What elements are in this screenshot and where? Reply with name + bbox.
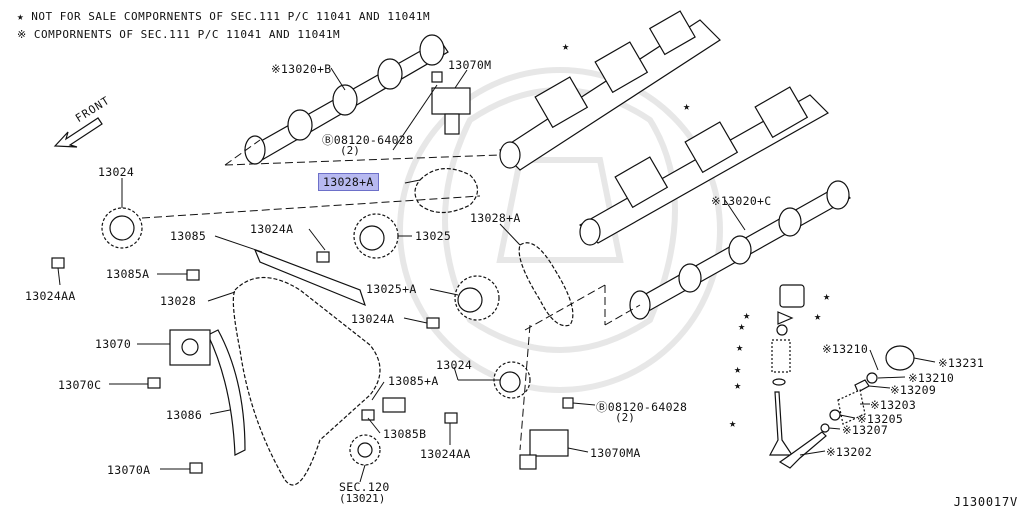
sprocket-crank <box>349 434 381 466</box>
part-qty-08120-bottom: (2) <box>615 411 635 424</box>
part-label-sec120[interactable]: SEC.120 <box>339 480 390 494</box>
tensioner-13070M <box>431 87 471 135</box>
part-label-13020B[interactable]: ※13020+B <box>271 62 332 76</box>
note-not-for-sale: ★ NOT FOR SALE COMPORNENTS OF SEC.111 P/… <box>17 10 431 23</box>
cam-carrier-lower-drawing <box>579 86 829 246</box>
leader-lines <box>57 67 936 483</box>
chain-guide-13085 <box>253 248 366 307</box>
part-label-13024-top[interactable]: 13024 <box>98 165 135 179</box>
part-label-13203[interactable]: ※13203 <box>870 398 917 412</box>
part-label-13024AA-left[interactable]: 13024AA <box>25 289 76 303</box>
svg-text:★: ★ <box>738 319 745 333</box>
part-label-13209[interactable]: ※13209 <box>890 383 937 397</box>
svg-text:★: ★ <box>683 99 690 113</box>
cam-carrier-upper-drawing <box>499 10 721 171</box>
svg-text:★: ★ <box>823 289 830 303</box>
part-label-13028A-mid[interactable]: 13028+A <box>470 211 521 225</box>
part-label-13024A-top[interactable]: 13024A <box>250 222 294 236</box>
part-label-13210-a[interactable]: ※13210 <box>822 342 869 356</box>
front-arrow-icon <box>53 117 103 148</box>
part-label-13070C[interactable]: 13070C <box>58 378 102 392</box>
part-label-13210-b[interactable]: ※13210 <box>908 371 955 385</box>
part-label-13025A[interactable]: 13025+A <box>366 282 417 296</box>
alignment-lines <box>141 139 641 451</box>
chain-13028A-upper <box>414 168 479 214</box>
part-label-08120-top[interactable]: Ⓑ08120-64028 <box>322 133 414 147</box>
sprocket-13024-top <box>101 207 143 249</box>
part-label-13020C[interactable]: ※13020+C <box>711 194 772 208</box>
valve-train-components <box>769 284 915 469</box>
part-label-13070[interactable]: 13070 <box>95 337 132 351</box>
part-label-13085A[interactable]: 13085A <box>106 267 150 281</box>
part-label-13085B[interactable]: 13085B <box>383 427 427 441</box>
part-label-08120-bottom[interactable]: Ⓑ08120-64028 <box>596 400 688 414</box>
part-label-13024AA-mid[interactable]: 13024AA <box>420 447 471 461</box>
part-qty-08120-top: (2) <box>340 144 360 157</box>
part-label-13025[interactable]: 13025 <box>415 229 452 243</box>
svg-text:★: ★ <box>743 308 750 322</box>
svg-text:★: ★ <box>734 362 741 376</box>
camshaft-13020B-drawing <box>244 34 449 165</box>
part-label-13202[interactable]: ※13202 <box>826 445 873 459</box>
sprocket-13025 <box>353 213 399 259</box>
part-label-13086[interactable]: 13086 <box>166 408 203 422</box>
svg-text:★: ★ <box>814 309 821 323</box>
chain-13028A-lower <box>518 242 574 327</box>
part-label-13028[interactable]: 13028 <box>160 294 197 308</box>
part-label-13028A-highlighted[interactable]: 13028+A <box>318 173 379 191</box>
note-sec111-components: ※ COMPORNENTS OF SEC.111 P/C 11041 AND 1… <box>17 28 341 41</box>
part-label-13231[interactable]: ※13231 <box>938 356 985 370</box>
star-markers: ★ ★ ★ ★ ★ ★ ★ ★ ★ ★ <box>562 39 830 430</box>
part-label-13070A[interactable]: 13070A <box>107 463 151 477</box>
svg-text:★: ★ <box>736 340 743 354</box>
diagram-code: J130017V <box>953 495 1018 509</box>
bolts <box>51 71 574 474</box>
chain-13028-main <box>232 277 381 486</box>
part-label-13024-mid[interactable]: 13024 <box>436 358 473 372</box>
svg-text:★: ★ <box>734 378 741 392</box>
svg-text:★: ★ <box>562 39 569 53</box>
tensioner-13070 <box>169 329 211 366</box>
sprocket-13025A <box>454 275 500 321</box>
part-label-13205[interactable]: ※13205 <box>857 412 904 426</box>
part-label-13070M[interactable]: 13070M <box>448 58 492 72</box>
part-label-sec120-ref: (13021) <box>339 492 386 505</box>
svg-text:★: ★ <box>729 416 736 430</box>
tensioner-13070MA <box>519 429 569 470</box>
part-label-13070MA[interactable]: 13070MA <box>590 446 641 460</box>
part-label-13085pA[interactable]: 13085+A <box>388 374 439 388</box>
chain-guide-13086 <box>207 329 246 456</box>
camshaft-13020C-drawing <box>629 180 851 320</box>
part-label-13085[interactable]: 13085 <box>170 229 207 243</box>
part-label-13024A-mid[interactable]: 13024A <box>351 312 395 326</box>
part-label-13207[interactable]: ※13207 <box>842 423 889 437</box>
